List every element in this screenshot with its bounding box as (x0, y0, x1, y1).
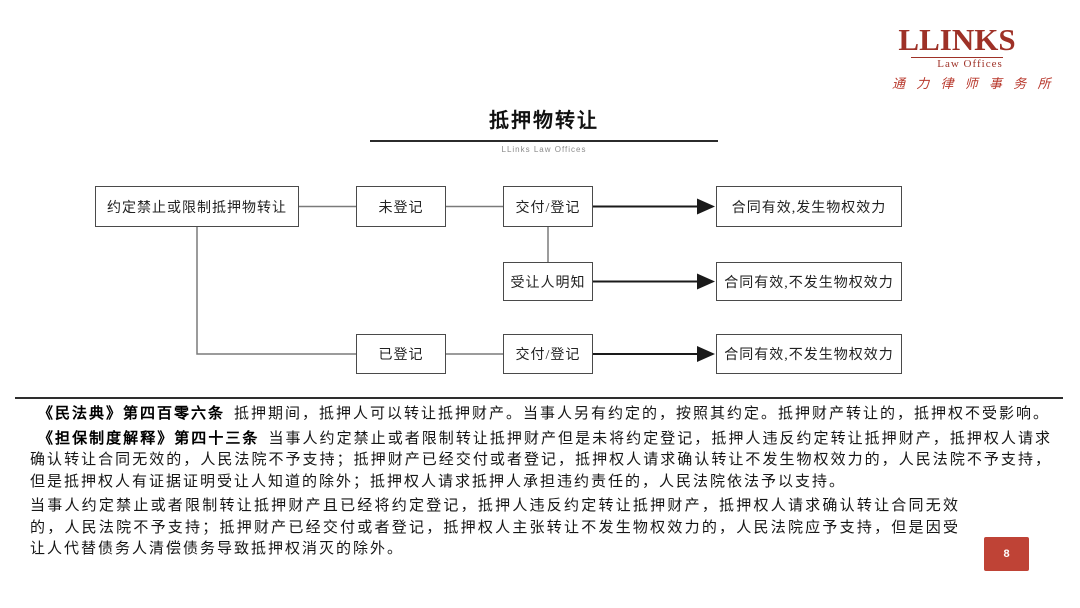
logo-wordmark: LLINKS (898, 22, 1016, 57)
flow-node-transferee-aware: 受让人明知 (503, 262, 593, 301)
logo-chinese-name: 通 力 律 师 事 务 所 (892, 76, 1055, 91)
page-title: 抵押物转让 (489, 110, 599, 132)
flow-node-delivery-bottom: 交付/登记 (503, 334, 593, 374)
civil-code-article: 《民法典》第四百零六条抵押期间，抵押人可以转让抵押财产。当事人另有约定的，按照其… (30, 404, 1052, 426)
guarantee-interpretation-body2: 当事人约定禁止或者限制转让抵押财产且已经将约定登记，抵押人违反约定转让抵押财产，… (30, 498, 960, 557)
page-number: 8 (1003, 548, 1010, 560)
title-block: 抵押物转让 LLinks Law Offices (370, 104, 718, 154)
civil-code-article-title: 《民法典》第四百零六条 (38, 406, 226, 422)
llinks-logo: LLINKS Law Offices 通 力 律 师 事 务 所 (892, 22, 1055, 91)
civil-code-article-body: 抵押期间，抵押人可以转让抵押财产。当事人另有约定的，按照其约定。抵押财产转让的，… (234, 406, 1051, 422)
flow-node-not-registered: 未登记 (356, 186, 446, 227)
legal-text-section: 《民法典》第四百零六条抵押期间，抵押人可以转让抵押财产。当事人另有约定的，按照其… (30, 404, 1052, 564)
guarantee-interpretation-paragraph2: 当事人约定禁止或者限制转让抵押财产且已经将约定登记，抵押人违反约定转让抵押财产，… (30, 496, 960, 561)
flow-node-delivery-top: 交付/登记 (503, 186, 593, 227)
flow-node-outcome-no-effect-2: 合同有效,不发生物权效力 (716, 334, 902, 374)
guarantee-interpretation-body: 当事人约定禁止或者限制转让抵押财产但是未将约定登记，抵押人违反约定转让抵押财产，… (30, 430, 1052, 490)
guarantee-interpretation-title: 《担保制度解释》第四十三条 (38, 430, 260, 447)
flow-node-root: 约定禁止或限制抵押物转让 (95, 186, 299, 227)
connector-root-registered (196, 227, 356, 355)
title-underline (370, 140, 718, 142)
flow-node-outcome-effect: 合同有效,发生物权效力 (716, 186, 902, 227)
page-number-badge: 8 (984, 537, 1029, 571)
flow-node-registered: 已登记 (356, 334, 446, 374)
section-divider (15, 397, 1063, 399)
logo-subtitle: Law Offices (911, 57, 1003, 70)
guarantee-interpretation-article: 《担保制度解释》第四十三条当事人约定禁止或者限制转让抵押财产但是未将约定登记，抵… (30, 429, 1052, 494)
flow-node-outcome-no-effect-1: 合同有效,不发生物权效力 (716, 262, 902, 301)
title-watermark: LLinks Law Offices (501, 145, 587, 154)
